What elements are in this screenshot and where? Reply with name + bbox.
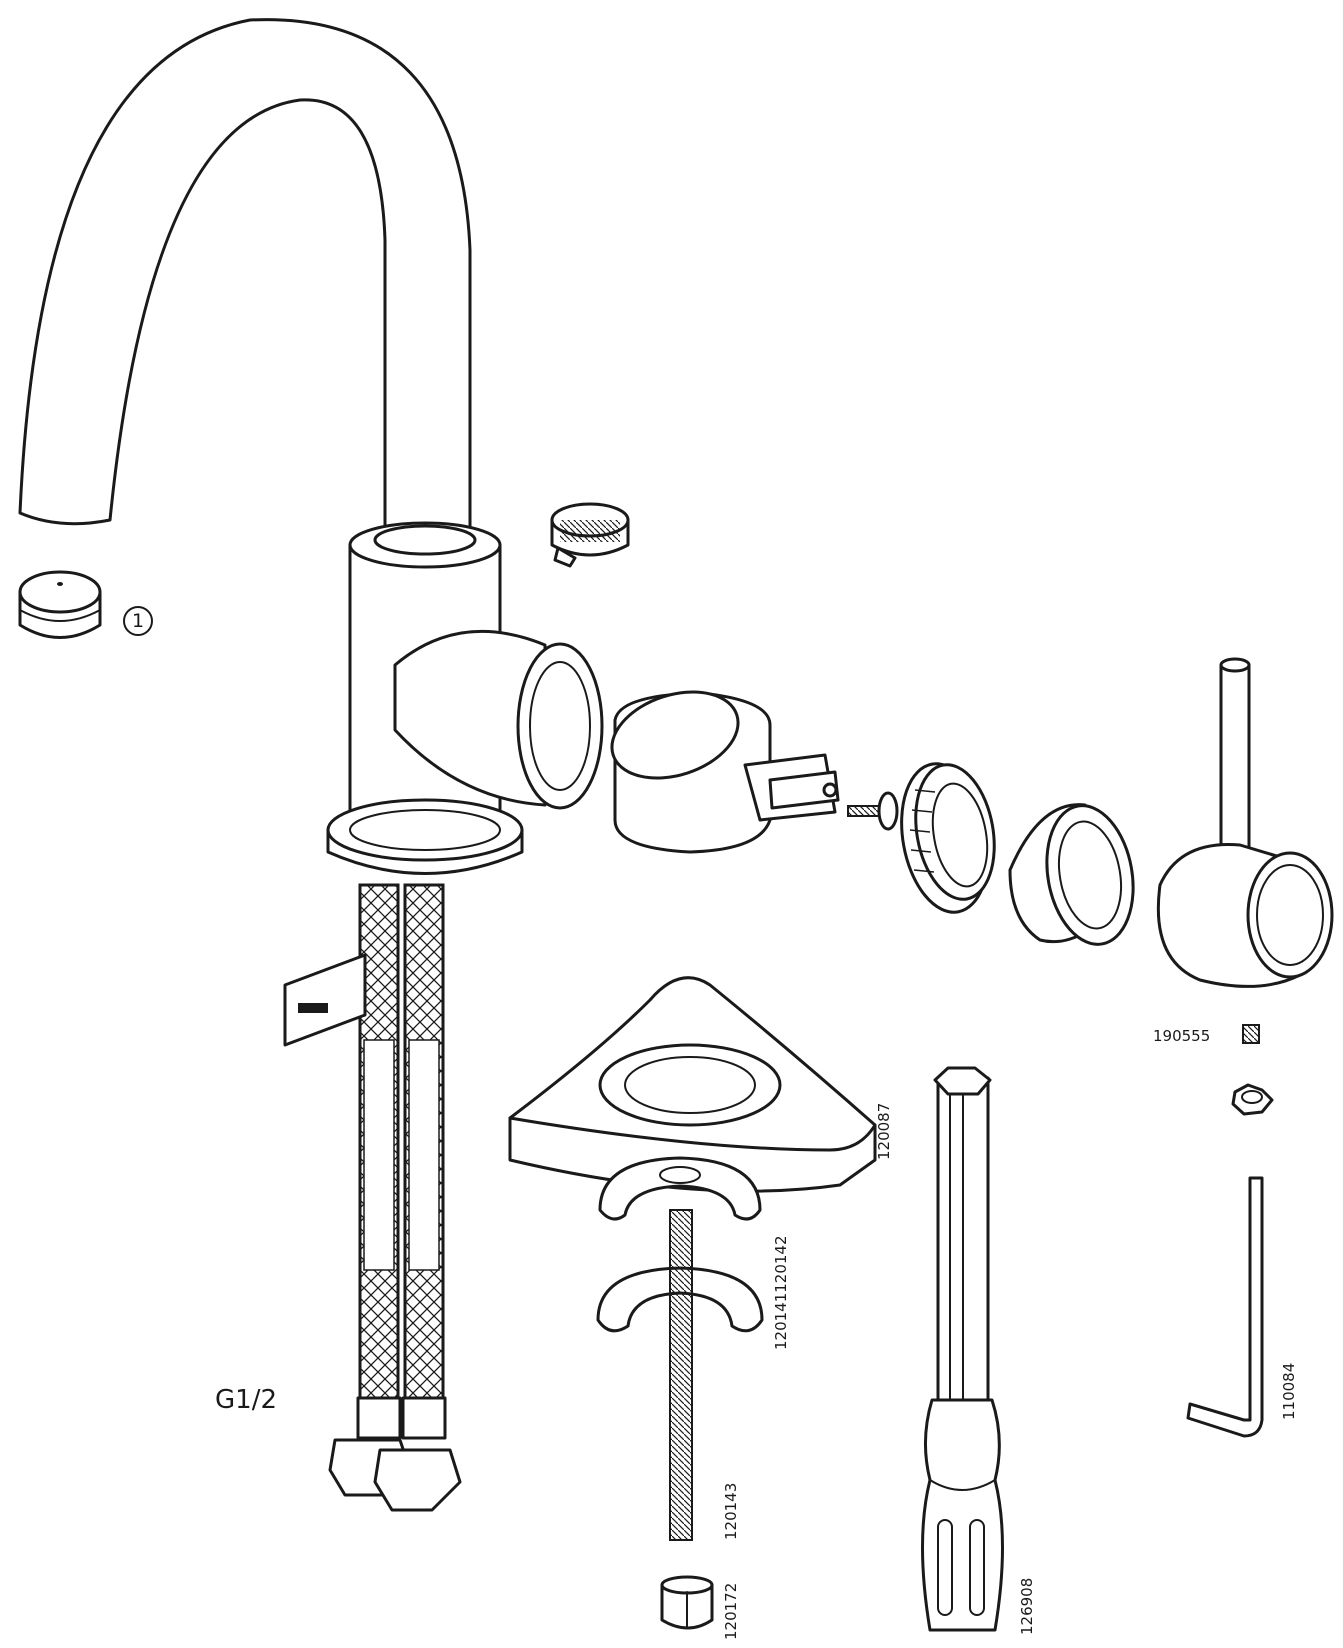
- part-number-hex-key: 110084: [1280, 1362, 1298, 1420]
- cartridge-screw: [847, 791, 899, 831]
- retaining-ring: [550, 502, 630, 568]
- hex-key: [1186, 1176, 1264, 1438]
- clip-washer-upper: [598, 1156, 762, 1221]
- cartridge: [610, 690, 840, 854]
- aerator: [18, 570, 102, 639]
- trim-plate: [508, 976, 877, 1193]
- cover-sleeve: [1008, 803, 1135, 946]
- part-number-threaded-rod: 120143: [722, 1482, 740, 1540]
- part-number-trim-plate: 120087: [875, 1102, 893, 1160]
- callout-1: 1: [123, 606, 153, 636]
- part-number-rod-nut: 120172: [722, 1582, 740, 1640]
- part-number-clip-washers: 120141120142: [772, 1235, 790, 1350]
- faucet-spout: [18, 18, 472, 542]
- threaded-rod: [669, 1209, 693, 1541]
- lock-nut: [1231, 1083, 1274, 1116]
- faucet-base-ring: [326, 798, 524, 875]
- part-number-socket-tool: 126908: [1018, 1577, 1036, 1635]
- faucet-body: [348, 521, 604, 849]
- label-tag: [283, 953, 367, 1047]
- rod-nut: [660, 1575, 714, 1630]
- lever-handle: [1156, 657, 1334, 988]
- socket-tool: [921, 1066, 1004, 1632]
- part-number-screw: 190555: [1153, 1027, 1211, 1045]
- set-screw: [1242, 1024, 1260, 1044]
- thread-size-label: G1/2: [215, 1385, 277, 1415]
- threaded-collar: [900, 762, 996, 914]
- supply-hoses: [328, 883, 462, 1512]
